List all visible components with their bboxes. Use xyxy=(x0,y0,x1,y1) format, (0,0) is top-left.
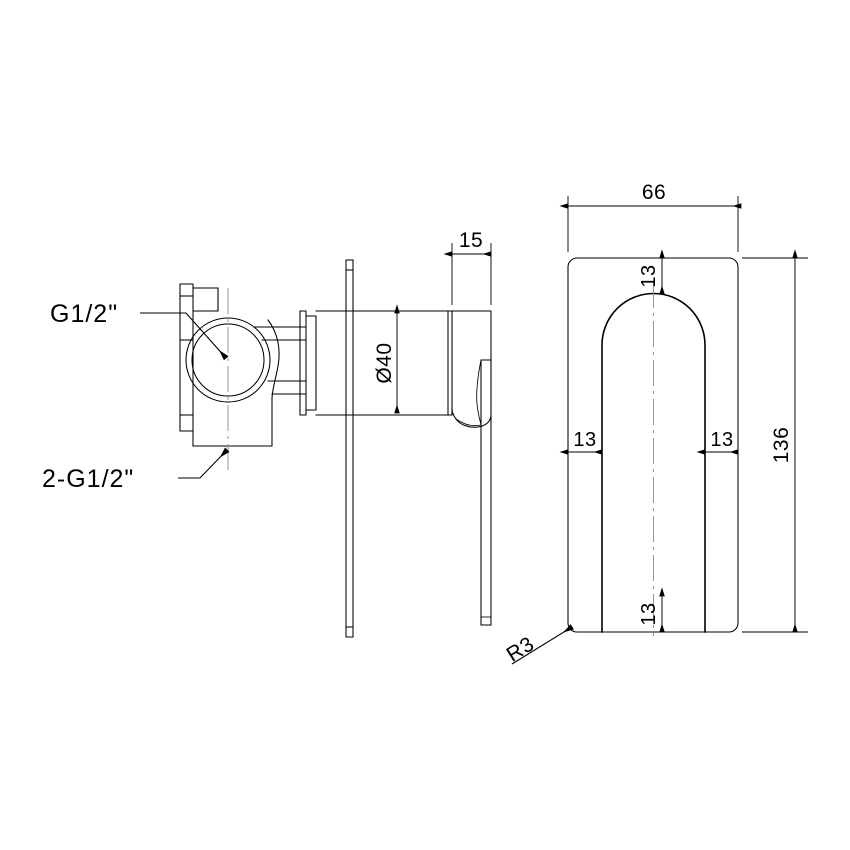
callout-inlet-thread: G1/2" xyxy=(50,300,229,361)
side-section-view: Ø40 15 G1/2" 2-G1/2" xyxy=(42,229,492,638)
callout-label-corner-radius: R3 xyxy=(503,632,539,666)
dimension-label-cartridge-diameter: Ø40 xyxy=(373,342,396,383)
handle-lever xyxy=(451,310,492,626)
dimension-gap-right: 13 xyxy=(696,429,739,462)
front-plate-view: 66 136 13 13 xyxy=(503,181,808,667)
wall-plate-edge xyxy=(345,259,354,638)
dimension-gap-left: 13 xyxy=(559,429,603,462)
dimension-gap-top: 13 xyxy=(638,249,665,295)
dimension-label-gap-left: 13 xyxy=(573,429,596,451)
dimension-cartridge-diameter: Ø40 xyxy=(373,304,400,414)
dimension-plate-height: 136 xyxy=(742,249,808,633)
callout-corner-radius: R3 xyxy=(503,624,574,667)
inlet-port-circles xyxy=(185,317,271,403)
dimension-label-gap-right: 13 xyxy=(710,429,733,451)
callout-outlet-threads: 2-G1/2" xyxy=(42,447,230,493)
dimension-plate-width: 66 xyxy=(559,181,742,252)
valve-body xyxy=(192,287,280,447)
dimension-label-gap-bottom: 13 xyxy=(638,602,660,625)
dimension-handle-depth: 15 xyxy=(443,229,492,305)
dimension-label-handle-depth: 15 xyxy=(459,229,483,252)
dimension-label-plate-height: 136 xyxy=(770,427,793,464)
callout-label-inlet-thread: G1/2" xyxy=(50,300,118,328)
dimension-label-plate-width: 66 xyxy=(642,181,666,204)
dimension-label-gap-top: 13 xyxy=(638,264,660,287)
callout-label-outlet-threads: 2-G1/2" xyxy=(42,465,134,493)
cover-collar xyxy=(299,310,317,416)
dimension-gap-bottom: 13 xyxy=(638,587,665,633)
